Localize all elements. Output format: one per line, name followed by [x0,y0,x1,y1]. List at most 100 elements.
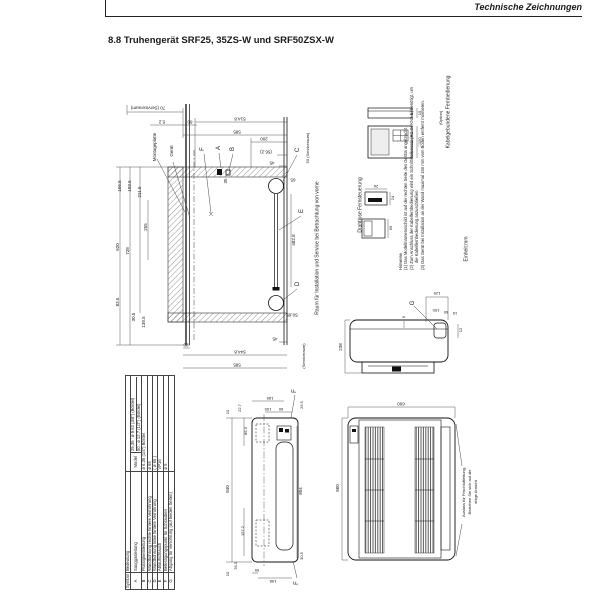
plan-leader-lines [156,152,302,301]
label-unit-mm: Einheit:mm [463,236,470,262]
callout-line2: Beziehen Sie sich auf die [467,469,472,515]
section-title: 8.8 Truhengerät SRF25, 35ZS-W und SRF50Z… [108,35,334,46]
dim-45-bottom: 45 [272,336,278,342]
wall-hole-D [268,295,284,311]
dim-620: 620 [114,243,120,251]
top-view-drawing [226,394,299,579]
dim-60-side: 60 [443,310,449,315]
dim-55: 55 [254,568,260,573]
letter-D: D [295,281,301,287]
wireless-remote-front-view [361,218,386,239]
letter-B: B [230,146,236,152]
dim-60-top: 60 [278,407,284,412]
dim-585-bottom: 585 [233,362,241,368]
dim-83-5: 83.5 [114,297,120,307]
drain-hose-end [272,287,280,291]
dim-60-wireless: 60 [388,225,393,231]
air-outlet-slot [275,441,294,551]
label-wireless-remote-title: Drahtlose Fernsteuerung [357,177,364,233]
callout-line1: Auslass für Frischluftleitung. [461,466,466,518]
header-margin-tick [105,0,106,17]
label-service-right: 50 (Serviceraum) [305,132,310,164]
plan-view-drawing [116,104,302,369]
callout-line3: obige Ansicht [473,480,478,504]
dim-20: 20 [183,342,189,348]
label-geraet: Gerät [168,145,174,157]
dim-26: 26 [373,184,379,189]
pipe-outlet-G [433,322,447,339]
document-header: Technische Zeichnungen [474,2,582,12]
label-wired-remote-title: Kabelgebundene Fernbedienung [445,75,452,149]
wired-remote-side-view [367,107,413,119]
control-panel [349,425,359,444]
dim-15: 15 [452,311,458,316]
dim-65-c: 65 [290,177,296,183]
dim-6: 6 [401,315,406,319]
dim-24: 24 [390,195,395,201]
dim-156-5: 156.5 [116,180,122,192]
dim-56-2: (56.2) [260,149,272,155]
col-header-symbol: Symbol [125,572,131,590]
dim-85-3: 85.3 [243,427,248,435]
side-view-drawing [344,296,459,374]
note-2: (2) Zum Anschluss der Kabelfernbedienung… [408,86,420,270]
dim-198: 198 [269,579,277,584]
dim-25-5: 25.5 [299,401,304,409]
dim-840: 840 [224,485,230,493]
wireless-remote-side-view [364,191,388,206]
plan-dimension-lines [116,105,292,369]
dim-12: 12 [458,327,463,333]
letter-E: E [299,208,305,214]
dim-45-top: 45 [269,160,275,166]
header-rule [105,16,582,17]
dim-544-8: 544.8 [234,349,246,355]
dim-514-8: 514.8 [234,116,246,122]
dim-600: 600 [397,401,405,407]
dim-804: 804 [297,487,303,495]
label-service-bottom: (Serviceraum) [301,343,306,369]
dim-103-5: 103.5 [126,180,132,192]
dim-service-top: 70 (Serviceraum) [130,105,166,111]
dim-80: 80 [187,119,193,125]
dim-125: 125 [433,291,441,296]
dim-728: 728 [124,247,130,255]
dim-157-2: 157.2 [240,525,245,537]
pipe-connection-B [225,169,231,176]
wired-remote-front-view [367,125,413,159]
dim-10-bottom: 10 [225,571,230,577]
dim-10-top: 10 [225,409,230,415]
letter-G: G [410,300,416,306]
dim-585-top: 585 [233,129,241,135]
front-view-drawing [341,406,463,561]
letter-F-bottom: F [294,581,300,585]
letter-F-top: F [292,389,298,393]
dim-255: 255 [142,223,148,231]
dim-78-3: 78.3 [233,562,238,570]
dim-100-top: 100 [264,407,272,412]
remote-controls-drawing [361,107,418,239]
dim-238: 238 [337,343,343,351]
dim-185: 185 [266,396,274,401]
letter-F: F [200,147,206,151]
notes-block: Hinweise (1) Das Modellnamensschild ist … [398,85,438,270]
dim-30-5-top: 30.5 [299,552,304,560]
dim-100-side: 100 [432,308,440,313]
table-row: G Abgang für Verrohrung (auf beiden Seit… [168,375,175,590]
pipe-connection-A [217,169,222,175]
connection-box [276,425,292,441]
dim-138-5: 138.5 [140,316,146,328]
letter-C: C [295,147,301,153]
dim-482-8: 482.8 [290,234,296,246]
dim-50-65: 50,65 [286,312,298,318]
note-3: (3) Das Gerät bei Installation an der Wa… [419,100,425,270]
dim-860: 860 [334,484,340,492]
dim-30-5: 30.5 [130,312,136,322]
symbol-table: Symbol Bedeutung A Sauggasleitung Model … [125,373,187,590]
wireless-remote-display [363,220,373,237]
dim-200: 200 [260,136,268,142]
dim-5-2: 5.2 [158,119,166,125]
dim-211-5: 211.5 [136,186,142,198]
label-wired-remote-option: (Option) [438,110,443,126]
